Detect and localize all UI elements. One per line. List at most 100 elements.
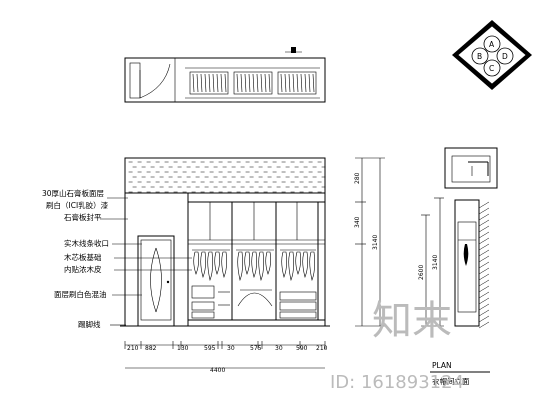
watermark-id: ID: 161893124	[330, 372, 464, 393]
label-wood-trim: 实木线条收口	[64, 238, 109, 248]
dim-v-280: 280	[354, 172, 361, 184]
wall-hatch-mark	[478, 225, 490, 233]
wall-hatch-mark	[478, 297, 490, 305]
wall-hatch-mark	[478, 231, 490, 239]
wall-hatch-mark	[478, 303, 490, 311]
compass-icon: A B D C	[452, 20, 532, 90]
hanger-mark	[264, 73, 267, 93]
hanger-mark	[208, 73, 211, 93]
hanger-mark	[300, 73, 303, 93]
garment-icon	[281, 251, 287, 278]
garment-icon	[251, 251, 257, 278]
hanger-mark	[240, 73, 243, 93]
garment-icon	[309, 251, 315, 282]
watermark-brand: 知末	[372, 298, 452, 344]
hanger-mark	[220, 73, 223, 93]
label-gypsum-board: 30厚山石膏板面层	[42, 188, 105, 198]
hanger-mark	[244, 73, 247, 93]
wall-hatch-mark	[478, 213, 490, 221]
label-skirting: 踢脚线	[78, 319, 101, 329]
compass-letter-b: B	[477, 52, 482, 61]
hanger-mark	[236, 73, 239, 93]
dim-3: 595	[204, 345, 216, 352]
wall-hatch-mark	[478, 237, 490, 245]
garment-icon	[244, 251, 250, 275]
dim-v-340: 340	[354, 216, 361, 228]
hanger-mark	[216, 73, 219, 93]
dim-v-3140: 3140	[372, 235, 379, 250]
hanger-mark	[200, 73, 203, 93]
wall-hatch-mark	[478, 291, 490, 299]
wall-hatch-mark	[478, 273, 490, 281]
hanger-mark	[304, 73, 307, 93]
wall-hatch-mark	[478, 219, 490, 227]
garment-icon	[295, 251, 301, 275]
dim-total: 4400	[210, 367, 225, 374]
dim-8: 210	[316, 345, 328, 352]
hanger-mark	[280, 73, 283, 93]
hanger-mark	[312, 73, 315, 93]
wall-hatch-mark	[478, 315, 490, 323]
compass-letter-c: C	[489, 64, 494, 73]
compass-letter-d: D	[502, 52, 508, 61]
garment-icon	[221, 251, 227, 278]
hanger-mark	[308, 73, 311, 93]
garment-icon	[207, 251, 213, 282]
side-section: 2600 3140	[418, 147, 498, 329]
wall-hatch-mark	[478, 255, 490, 263]
plan-view	[124, 47, 326, 103]
label-veneer: 内贴浓木皮	[64, 264, 102, 274]
wall-hatch-mark	[478, 309, 490, 317]
hanger-mark	[204, 73, 207, 93]
dim-1: 882	[145, 345, 157, 352]
dim-side-3140: 3140	[432, 255, 439, 270]
garment-icon	[214, 251, 220, 275]
right-dimensions: 280 340 3140	[354, 157, 385, 327]
label-ici-paint: 刷白（ICI乳胶）漆	[46, 200, 109, 210]
hanger-mark	[212, 73, 215, 93]
hanger-mark	[224, 73, 227, 93]
dim-7: 590	[296, 345, 308, 352]
wall-hatch-mark	[478, 261, 490, 269]
dim-5: 575	[250, 345, 262, 352]
hanger-mark	[296, 73, 299, 93]
hanger-mark	[248, 73, 251, 93]
hanger-mark	[288, 73, 291, 93]
hanger-mark	[260, 73, 263, 93]
garment-icon	[288, 251, 294, 282]
dim-2: 130	[177, 345, 189, 352]
plan-sublabel: 衣帽间立面	[432, 376, 470, 386]
garment-icon	[258, 251, 264, 282]
garment-icon	[193, 251, 199, 275]
wall-hatch-mark	[478, 201, 490, 209]
dim-4: 30	[227, 345, 235, 352]
garment-icon	[237, 251, 243, 282]
dim-0: 210	[127, 345, 139, 352]
main-elevation	[120, 157, 330, 327]
wall-hatch-mark	[478, 267, 490, 275]
hanger-mark	[252, 73, 255, 93]
compass-letter-a: A	[489, 40, 495, 49]
label-gypsum-seal: 石膏板封平	[64, 212, 102, 222]
dim-side-2600: 2600	[418, 265, 425, 280]
wall-hatch-mark	[478, 321, 490, 329]
wall-hatch-mark	[478, 207, 490, 215]
hanger-mark	[284, 73, 287, 93]
garment-icon	[302, 251, 308, 278]
hanger-mark	[192, 73, 195, 93]
label-paint-white: 面层刷白色混油	[54, 289, 107, 299]
bottom-dimensions: 210 882 130 595 30 575 30 590 210 4400	[124, 341, 328, 374]
wall-hatch-mark	[478, 279, 490, 287]
hanger-mark	[268, 73, 271, 93]
garment-icon	[200, 251, 206, 278]
hanger-mark	[256, 73, 259, 93]
plan-label: PLAN	[432, 361, 452, 370]
wall-hatch-mark	[478, 243, 490, 251]
hanger-mark	[292, 73, 295, 93]
wall-hatch-mark	[478, 249, 490, 257]
wall-hatch-mark	[478, 285, 490, 293]
annotation-labels: 30厚山石膏板面层 刷白（ICI乳胶）漆 石膏板封平 实木线条收口 木芯板基础 …	[42, 188, 192, 329]
dim-6: 30	[275, 345, 283, 352]
garment-icon	[265, 251, 271, 275]
